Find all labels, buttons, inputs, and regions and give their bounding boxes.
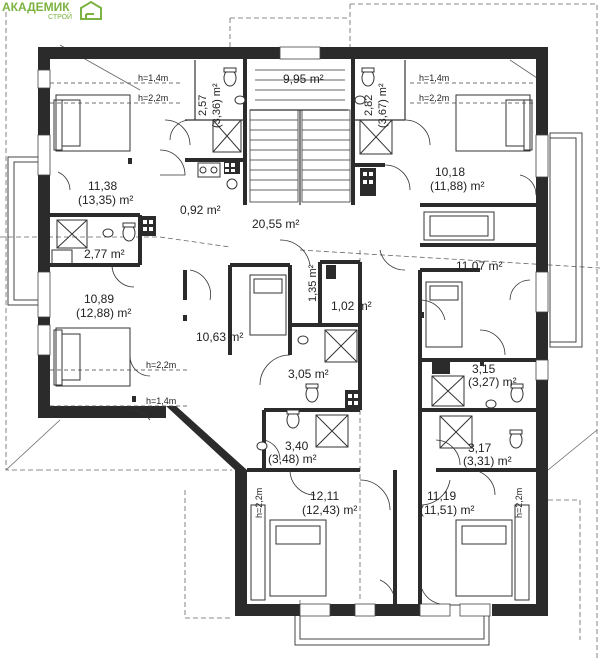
label-bed-e: 11,07 m² — [456, 259, 502, 273]
label-closet-102: 1,02 m² — [331, 299, 372, 313]
label-wc-nw-full: (3,36) m² — [211, 83, 223, 128]
height-lines — [50, 82, 536, 407]
label-bed-se-full: (11,51) m² — [420, 503, 474, 517]
label-wc-ne-full: (3,67) m² — [377, 83, 389, 128]
label-bed-ne-area: 10,18 — [435, 165, 465, 179]
label-wc-nw-area: 2,57 — [197, 95, 209, 116]
label-bed-sw-full: (12,43) m² — [302, 503, 357, 517]
shower-tray — [212, 119, 242, 153]
label-wc-e1-full: (3,27) m² — [468, 375, 517, 389]
toilets — [102, 67, 524, 451]
logo-brand: АКАДЕМИК — [2, 0, 70, 14]
label-closet-small: 0,92 m² — [180, 203, 221, 217]
logo-sub: СТРОЙ — [48, 12, 72, 21]
bathroom-fixtures — [56, 119, 473, 449]
bed-sw — [269, 519, 327, 597]
label-hall-main: 20,55 m² — [252, 217, 299, 231]
exterior-walls — [38, 47, 548, 616]
height-sw-22: h=2,2m — [254, 488, 264, 518]
logo-house-icon — [80, 0, 102, 20]
shower-tray — [431, 375, 465, 407]
windows — [37, 46, 549, 617]
wardrobes — [53, 99, 533, 601]
label-wc-center: 3,05 m² — [288, 367, 329, 381]
wall-posts — [128, 158, 484, 402]
beds — [51, 94, 531, 597]
height-labels: h=1,4m h=2,2m h=1,4m h=2,2m h=2,2m h=1,4… — [138, 73, 524, 518]
label-wc-ne-area: 2,82 — [363, 95, 375, 116]
bed-nw — [55, 94, 131, 152]
shower-tray — [439, 415, 473, 449]
label-bed-nw-full: (13,35) m² — [78, 193, 133, 207]
label-wc-sw-full: (3,48) m² — [268, 452, 317, 466]
washer-icon — [226, 178, 238, 190]
height-ne-22: h=2,2m — [419, 93, 449, 103]
logo: АКАДЕМИК СТРОЙ — [2, 0, 102, 21]
label-wc-e1-area: 3,15 — [472, 362, 496, 376]
label-bed-center: 10,63 m² — [196, 330, 243, 344]
label-wc-e2-area: 3,17 — [468, 441, 492, 455]
bed-center — [249, 274, 287, 336]
ventilation-shafts — [140, 160, 450, 410]
shower-tray — [315, 414, 349, 448]
room-labels: 9,95 m² 11,38 (13,35) m² 2,57 (3,36) m² … — [76, 72, 517, 517]
interior-walls — [50, 59, 536, 604]
staircase — [249, 69, 351, 203]
label-bed-w-area: 10,89 — [84, 292, 114, 306]
bed-ne — [455, 94, 531, 152]
label-stair-hall: 9,95 m² — [283, 72, 324, 86]
label-storage-135: 1,35 m² — [307, 264, 319, 302]
height-w-22: h=2,2m — [146, 360, 176, 370]
label-bed-w-full: (12,88) m² — [76, 306, 131, 320]
shower-tray — [324, 329, 358, 363]
bed-w — [55, 327, 131, 387]
label-bed-se-area: 11,19 — [427, 489, 456, 503]
label-bed-sw-area: 12,11 — [310, 489, 339, 503]
shower-tray — [359, 119, 393, 155]
label-bed-nw-area: 11,38 — [88, 179, 117, 193]
height-nw-14: h=1,4m — [138, 73, 168, 83]
label-bed-ne-full: (11,88) m² — [430, 179, 484, 193]
label-bath-w: 2,77 m² — [84, 247, 125, 261]
height-ne-14: h=1,4m — [419, 73, 449, 83]
label-wc-sw-area: 3,40 — [285, 439, 309, 453]
roof-outline — [0, 3, 601, 660]
label-wc-e2-full: (3,31) m² — [463, 454, 512, 468]
bed-e — [425, 281, 463, 348]
balconies — [7, 132, 583, 646]
bed-se — [455, 519, 513, 597]
height-nw-22: h=2,2m — [138, 93, 168, 103]
shower-tray — [56, 219, 88, 249]
height-w-14: h=1,4m — [146, 396, 176, 406]
height-se-22: h=2,2m — [514, 488, 524, 518]
door-swings — [57, 119, 537, 605]
